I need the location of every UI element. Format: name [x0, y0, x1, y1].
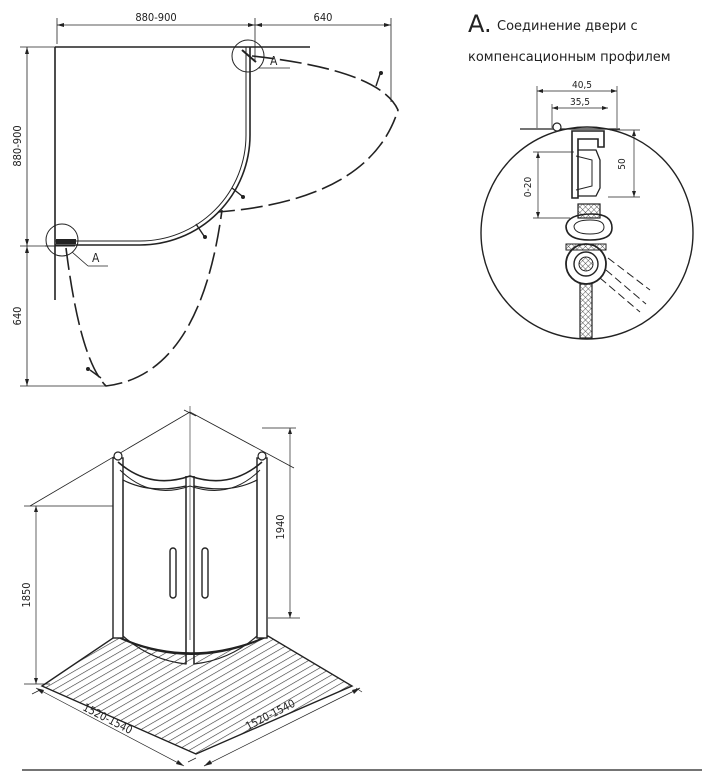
detail-dim-outer: 40,5 — [572, 80, 592, 91]
detail-title-line1: Соединение двери с — [497, 19, 638, 34]
plan-height-dimension: 880-900 640 — [11, 46, 105, 387]
detail-a: A. Соединение двери с компенсационным пр… — [468, 10, 694, 340]
detail-hinge-clamp — [565, 243, 607, 285]
detail-door-seal — [565, 203, 613, 241]
detail-magnifier-circle — [480, 126, 694, 340]
iso-door-handles — [169, 547, 209, 599]
plan-height-label: 880-900 — [11, 125, 24, 166]
plan-view: 880-900 640 880-900 640 — [11, 11, 399, 387]
plan-callout-top-label: A — [270, 54, 278, 68]
iso-height-total-dimension: 1940 — [262, 427, 300, 619]
iso-top-guides — [29, 406, 295, 640]
plan-width-dimension: 880-900 640 — [56, 11, 392, 102]
plan-width-label: 880-900 — [135, 11, 176, 24]
plan-callout-left-label: A — [92, 251, 100, 265]
plan-door-swing-right — [217, 55, 399, 213]
plan-callout-top: A — [231, 39, 290, 73]
detail-door-swing — [599, 257, 651, 313]
plan-door-top-label: 640 — [314, 11, 333, 24]
plan-door-swing-left — [65, 209, 223, 387]
detail-dim-range: 0-20 — [523, 177, 534, 198]
iso-height-door-label: 1850 — [20, 582, 33, 607]
iso-frame — [112, 451, 268, 639]
detail-dimensions: 40,5 35,5 50 0-20 — [523, 80, 640, 219]
detail-compensation-profile — [552, 122, 605, 199]
plan-callout-left: A — [45, 223, 108, 267]
detail-glass-panel — [579, 283, 593, 339]
iso-height-total-label: 1940 — [274, 514, 287, 539]
detail-title-line2: компенсационным профилем — [468, 50, 671, 65]
detail-title-letter: A. — [468, 10, 492, 38]
plan-door-left-label: 640 — [11, 307, 24, 326]
isometric-view: 1940 1850 — [20, 406, 363, 767]
detail-dim-inner: 35,5 — [570, 97, 590, 108]
plan-glass-arc — [55, 47, 247, 242]
plan-tray-arc — [55, 47, 251, 246]
detail-dim-height: 50 — [617, 158, 628, 170]
iso-glass-doors — [122, 476, 258, 665]
plan-door-handles — [86, 71, 383, 379]
iso-height-door-dimension: 1850 — [20, 505, 116, 685]
